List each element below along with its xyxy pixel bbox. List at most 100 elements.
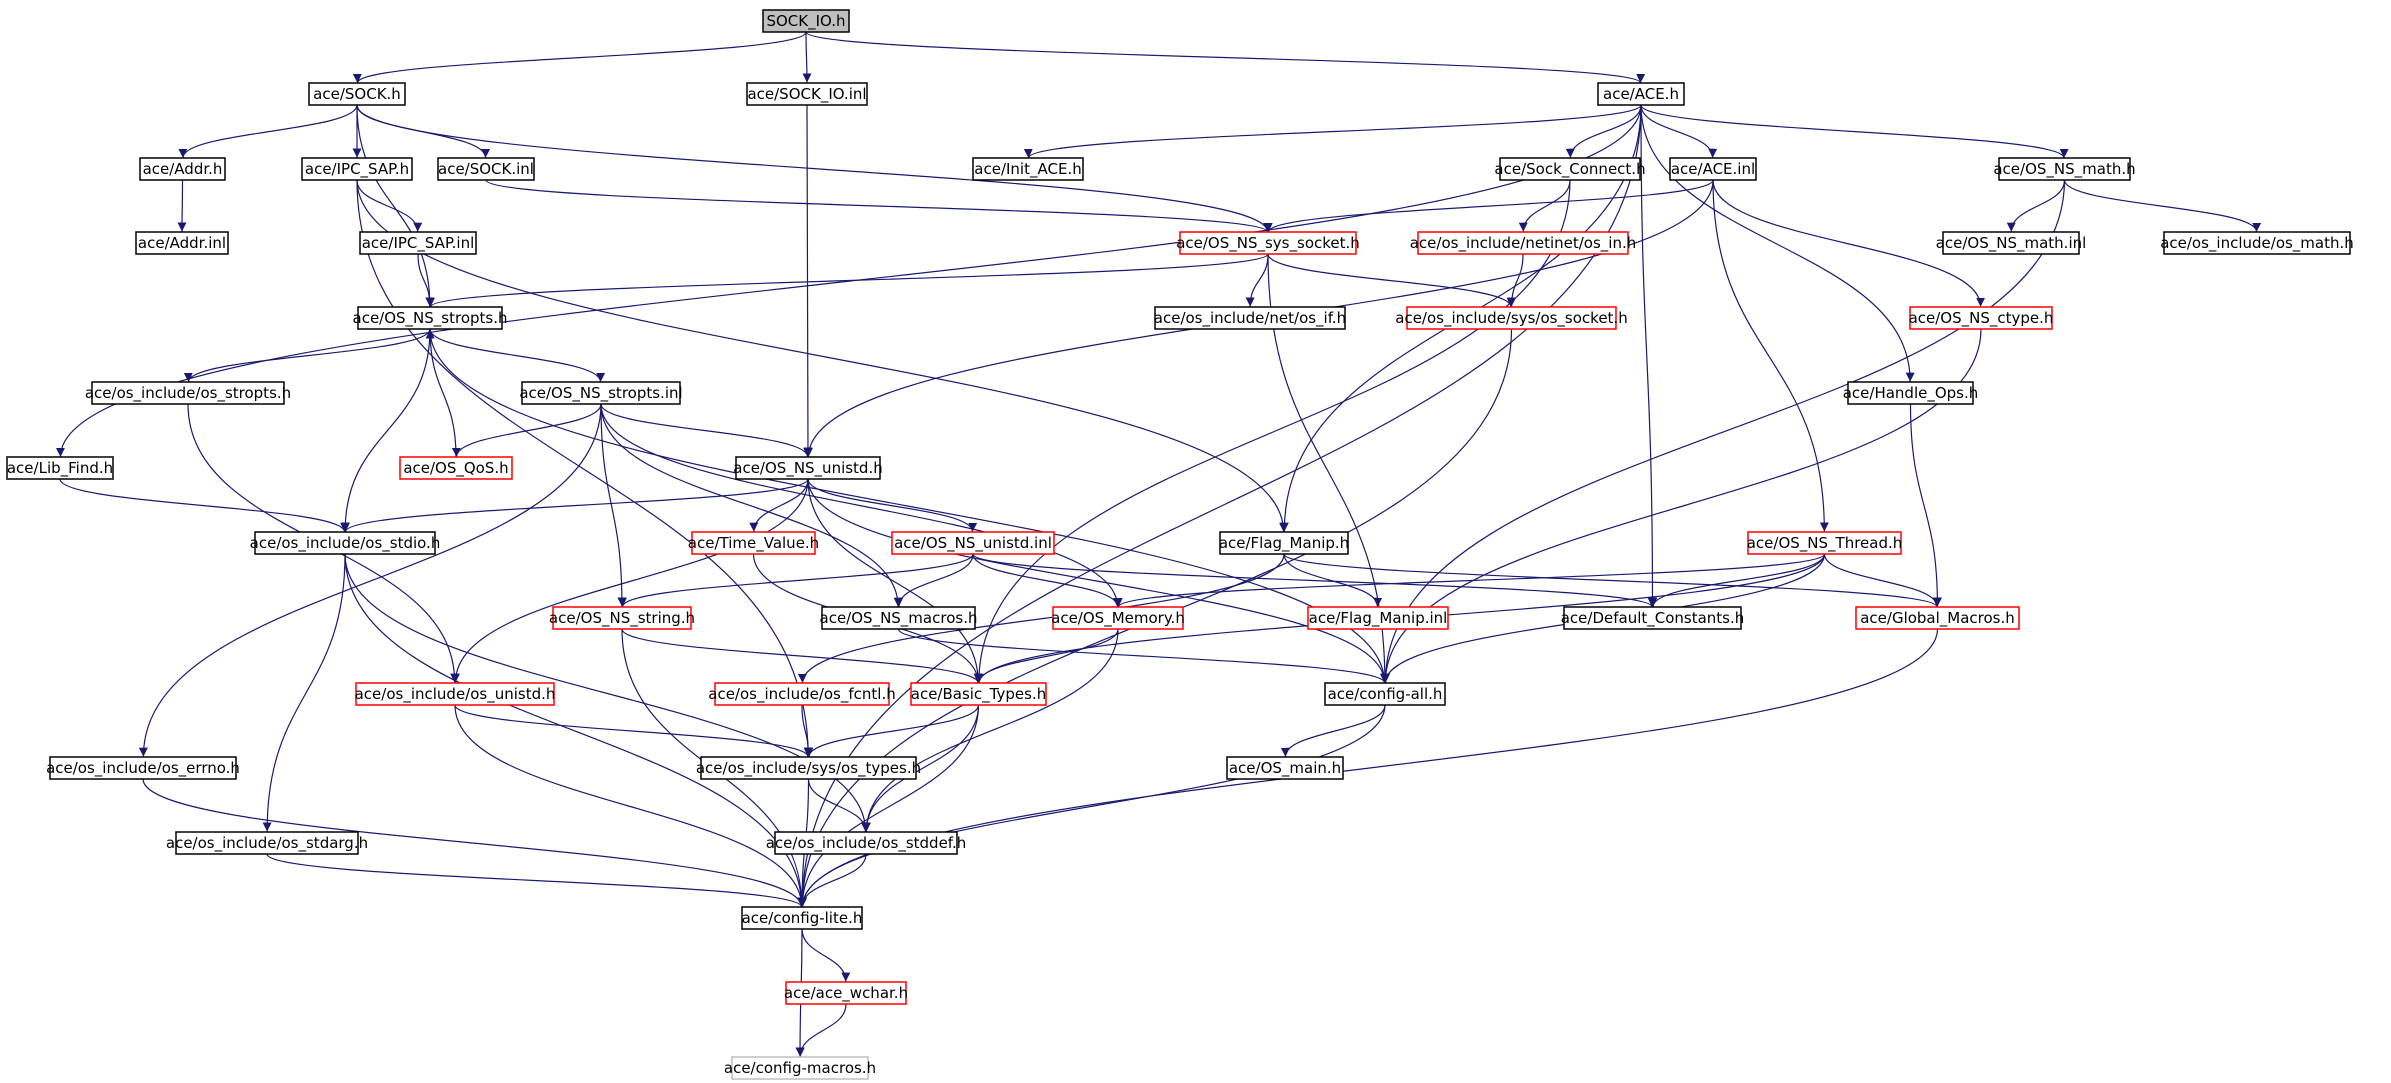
node-label: ace/ace_wchar.h bbox=[784, 984, 908, 1003]
node-netinet_os_in_h[interactable]: ace/os_include/netinet/os_in.h bbox=[1410, 231, 1637, 255]
node-box bbox=[357, 306, 503, 330]
node-label: ace/os_include/netinet/os_in.h bbox=[1410, 234, 1637, 253]
node-ace_h[interactable]: ace/ACE.h bbox=[1597, 82, 1685, 106]
node-sock_h[interactable]: ace/SOCK.h bbox=[308, 82, 406, 106]
node-label: ace/SOCK.h bbox=[313, 85, 401, 103]
node-os_qos_h[interactable]: ace/OS_QoS.h bbox=[399, 456, 513, 480]
node-os_stddef_h[interactable]: ace/os_include/os_stddef.h bbox=[766, 831, 967, 855]
node-ipc_sap_h[interactable]: ace/IPC_SAP.h bbox=[301, 157, 413, 181]
node-os_unistd_h[interactable]: ace/os_include/os_unistd.h bbox=[355, 682, 556, 706]
node-config_all_h[interactable]: ace/config-all.h bbox=[1324, 682, 1446, 706]
node-box bbox=[746, 82, 868, 106]
node-label: ace/os_include/os_fcntl.h bbox=[708, 685, 895, 704]
node-box bbox=[1597, 82, 1685, 106]
node-box bbox=[437, 157, 535, 181]
edge-sock_connect_h-to-basic_types_h bbox=[974, 179, 1571, 683]
node-os_ns_unistd_inl[interactable]: ace/OS_NS_unistd.inl bbox=[891, 531, 1055, 555]
node-time_value_h[interactable]: ace/Time_Value.h bbox=[688, 531, 819, 555]
node-os_ns_thread_h[interactable]: ace/OS_NS_Thread.h bbox=[1747, 531, 1903, 555]
edge-os_ns_sys_socket_h-to-sys_os_socket_h bbox=[1267, 253, 1516, 308]
node-label: ace/Default_Constants.h bbox=[1561, 609, 1745, 628]
node-box bbox=[972, 157, 1084, 181]
node-box bbox=[910, 682, 1047, 706]
node-os_ns_math_inl[interactable]: ace/OS_NS_math.inl bbox=[1936, 231, 2087, 255]
node-config_macros_h[interactable]: ace/config-macros.h bbox=[724, 1056, 876, 1080]
node-net_os_if_h[interactable]: ace/os_include/net/os_if.h bbox=[1154, 306, 1346, 330]
node-os_ns_stropts_h[interactable]: ace/OS_NS_stropts.h bbox=[353, 306, 508, 330]
node-label: ace/OS_Memory.h bbox=[1051, 609, 1185, 628]
node-box bbox=[774, 831, 958, 855]
node-label: ace/config-macros.h bbox=[724, 1059, 876, 1077]
node-os_ns_macros_h[interactable]: ace/OS_NS_macros.h bbox=[820, 606, 978, 630]
node-os_ns_stropts_inl[interactable]: ace/OS_NS_stropts.inl bbox=[519, 381, 683, 405]
edge-sock_h-to-os_ns_stropts_h bbox=[356, 104, 435, 307]
node-os_ns_string_h[interactable]: ace/OS_NS_string.h bbox=[549, 606, 695, 630]
node-sys_os_socket_h[interactable]: ace/os_include/sys/os_socket.h bbox=[1395, 306, 1628, 330]
edge-ace_h-to-sock_connect_h bbox=[1565, 104, 1642, 158]
edge-os_ns_stropts_inl-to-os_errno_h bbox=[138, 403, 602, 757]
edge-os_ns_math_h-to-os_ns_math_inl bbox=[2006, 179, 2066, 232]
nodes-layer: SOCK_IO.h ace/SOCK.h ace/SOCK_IO.inl ace/AC… bbox=[6, 9, 2354, 1080]
node-os_math_h[interactable]: ace/os_include/os_math.h bbox=[2160, 231, 2354, 255]
node-init_ace_h[interactable]: ace/Init_ACE.h bbox=[972, 157, 1084, 181]
node-basic_types_h[interactable]: ace/Basic_Types.h bbox=[910, 682, 1047, 706]
edge-ace_h-to-ace_inl bbox=[1640, 104, 1718, 158]
node-box bbox=[91, 381, 285, 405]
node-os_ns_math_h[interactable]: ace/OS_NS_math.h bbox=[1993, 157, 2136, 181]
edge-global_macros_h-to-config_lite_h bbox=[798, 628, 1939, 907]
node-box bbox=[1909, 306, 2053, 330]
node-box bbox=[1307, 606, 1449, 630]
node-config_lite_h[interactable]: ace/config-lite.h bbox=[741, 906, 863, 930]
edge-sock_h-to-addr_h bbox=[178, 104, 358, 159]
node-lib_find_h[interactable]: ace/Lib_Find.h bbox=[6, 456, 114, 480]
node-box bbox=[1417, 231, 1629, 255]
node-box bbox=[355, 682, 555, 706]
edge-os_ns_unistd_h-to-basic_types_h bbox=[807, 478, 983, 683]
node-os_stdarg_h[interactable]: ace/os_include/os_stdarg.h bbox=[166, 831, 368, 855]
node-label: ace/OS_NS_stropts.h bbox=[353, 309, 508, 328]
edge-ace_inl-to-os_ns_ctype_h bbox=[1712, 179, 1986, 307]
node-os_ns_unistd_h[interactable]: ace/OS_NS_unistd.h bbox=[733, 456, 883, 480]
node-os_ns_ctype_h[interactable]: ace/OS_NS_ctype.h bbox=[1909, 306, 2054, 330]
node-os_stropts_h[interactable]: ace/os_include/os_stropts.h bbox=[85, 381, 291, 405]
node-flag_manip_h[interactable]: ace/Flag_Manip.h bbox=[1219, 531, 1349, 555]
node-sys_os_types_h[interactable]: ace/os_include/sys/os_types.h bbox=[696, 756, 921, 780]
node-ace_wchar_h[interactable]: ace/ace_wchar.h bbox=[784, 981, 908, 1005]
node-os_memory_h[interactable]: ace/OS_Memory.h bbox=[1051, 606, 1185, 630]
node-sock_connect_h[interactable]: ace/Sock_Connect.h bbox=[1494, 157, 1646, 181]
node-label: ace/OS_NS_ctype.h bbox=[1909, 309, 2054, 328]
node-box bbox=[1406, 306, 1617, 330]
node-os_ns_sys_socket_h[interactable]: ace/OS_NS_sys_socket.h bbox=[1176, 231, 1360, 255]
node-os_stdio_h[interactable]: ace/os_include/os_stdio.h bbox=[250, 531, 441, 555]
node-addr_h[interactable]: ace/Addr.h bbox=[139, 157, 226, 181]
node-ipc_sap_inl[interactable]: ace/IPC_SAP.inl bbox=[359, 231, 477, 255]
node-sock_io_h: SOCK_IO.h bbox=[762, 9, 850, 33]
node-sock_inl[interactable]: ace/SOCK.inl bbox=[437, 157, 535, 181]
node-sock_io_inl[interactable]: ace/SOCK_IO.inl bbox=[746, 82, 868, 106]
edge-flag_manip_h-to-global_macros_h bbox=[1283, 553, 1942, 608]
edge-os_ns_math_h-to-config_all_h bbox=[1380, 179, 2066, 683]
node-label: ace/ACE.inl bbox=[1671, 160, 1755, 178]
node-os_main_h[interactable]: ace/OS_main.h bbox=[1226, 756, 1344, 780]
node-box bbox=[1669, 157, 1757, 181]
node-handle_ops_h[interactable]: ace/Handle_Ops.h bbox=[1843, 381, 1979, 405]
edge-sock_h-to-os_ns_sys_socket_h bbox=[356, 104, 1272, 232]
edge-os_memory_h-to-os_stddef_h bbox=[861, 628, 1119, 832]
node-addr_inl[interactable]: ace/Addr.inl bbox=[135, 231, 229, 255]
node-box bbox=[1324, 682, 1446, 706]
node-label: ace/Sock_Connect.h bbox=[1494, 160, 1645, 179]
node-os_errno_h[interactable]: ace/os_include/os_errno.h bbox=[46, 756, 240, 780]
node-flag_manip_inl[interactable]: ace/Flag_Manip.inl bbox=[1307, 606, 1449, 630]
node-label: ace/Addr.inl bbox=[138, 234, 226, 252]
node-label: ace/OS_NS_stropts.inl bbox=[519, 384, 682, 403]
node-box bbox=[731, 1056, 869, 1080]
node-label: ace/os_include/os_stddef.h bbox=[766, 834, 967, 853]
node-default_constants_h[interactable]: ace/Default_Constants.h bbox=[1561, 606, 1745, 630]
node-box bbox=[700, 756, 917, 780]
node-global_macros_h[interactable]: ace/Global_Macros.h bbox=[1855, 606, 2020, 630]
node-ace_inl[interactable]: ace/ACE.inl bbox=[1669, 157, 1757, 181]
edge-sys_os_types_h-to-os_stddef_h bbox=[807, 778, 871, 832]
node-box bbox=[359, 231, 477, 255]
node-os_fcntl_h[interactable]: ace/os_include/os_fcntl.h bbox=[708, 682, 896, 706]
node-box bbox=[139, 157, 226, 181]
